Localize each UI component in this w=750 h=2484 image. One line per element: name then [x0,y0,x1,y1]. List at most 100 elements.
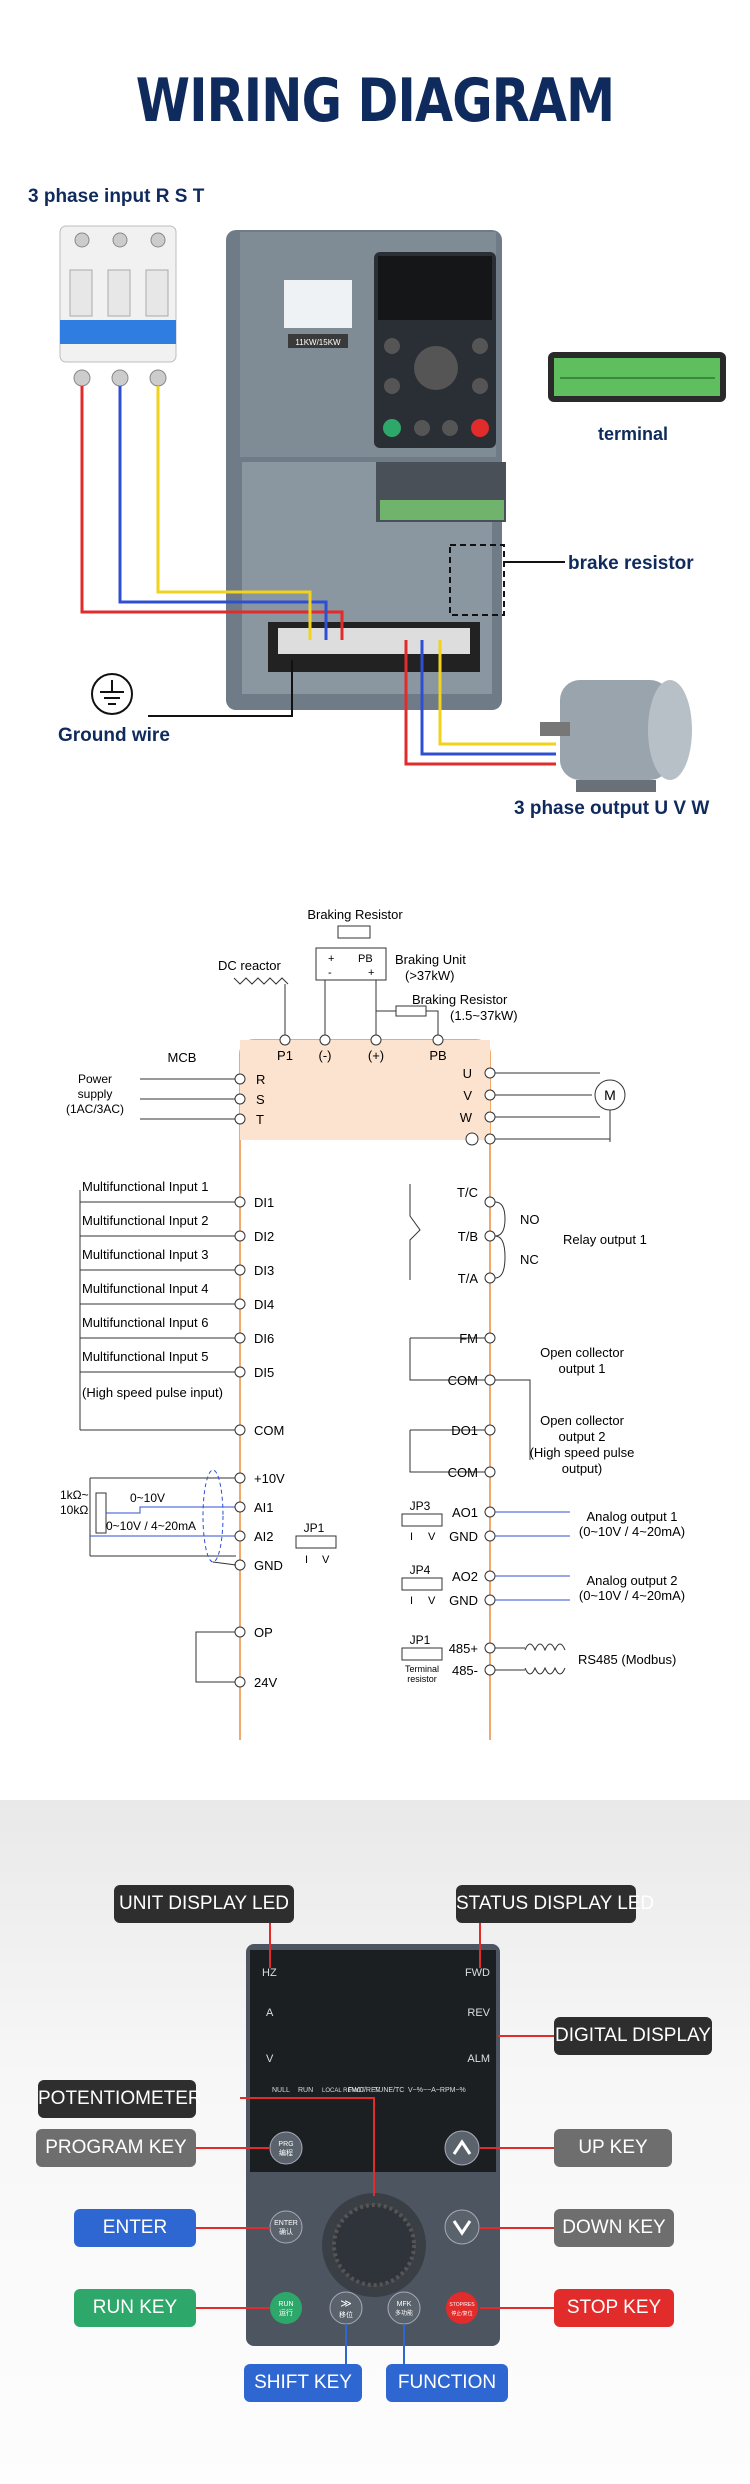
braking-resistor2-label: Braking Resistor [412,992,508,1007]
status-led-tag: STATUS DISPLAY LED [456,1885,654,1923]
power-section-fill [240,1040,490,1140]
oc2-label-3: (High speed pulse [530,1445,635,1460]
term-tc: T/C [457,1185,478,1200]
down-arrow-icon [452,2220,472,2236]
jp1-label: JP1 [304,1521,325,1535]
jp1-i: I [305,1554,308,1566]
input-3-label: Multifunctional Input 3 [82,1247,208,1262]
term-com: COM [254,1423,284,1438]
term-ai1: AI1 [254,1500,274,1515]
wire-u [404,640,556,766]
term-di5: DI5 [254,1365,274,1380]
bu-minus: - [328,967,332,979]
oc2-label-1: Open collector [540,1413,624,1428]
term-10v: +10V [254,1471,285,1486]
enter-button[interactable]: ENTER 确认 [269,2210,303,2244]
term-w: W [460,1110,473,1125]
leader-lines [196,1904,554,2364]
mfk-button[interactable]: MFK 多功能 [387,2291,421,2325]
jp1-v: V [322,1554,330,1566]
svg-text:移位: 移位 [339,2310,353,2319]
braking-resistor-symbol [337,925,371,939]
circuit-breaker [59,225,177,387]
input-label: 3 phase input R S T [28,186,205,207]
term-ao2: AO2 [452,1569,478,1584]
v0-10-label: 0~10V [130,1491,165,1505]
status-units: V~%~~A~RPM~% [408,2087,466,2094]
terminal-resistor-1: Terminal [405,1664,439,1674]
jp3-v: V [428,1531,436,1543]
led-fwd: FWD [465,1967,490,1979]
wire-r [80,386,344,640]
svg-text:PRG: PRG [278,2141,293,2148]
v-ma-label: 0~10V / 4~20mA [106,1519,196,1533]
top-terminals: P1 (-) (+) PB [277,1034,447,1063]
svg-text:确认: 确认 [279,2227,293,2236]
term-24v: 24V [254,1675,277,1690]
term-gnd-ao2: GND [449,1593,478,1608]
wiring-photo-diagram: 11KW/15KW [59,225,726,792]
term-op: OP [254,1625,273,1640]
power-supply-3: (1AC/3AC) [66,1102,124,1116]
wire-v [420,640,556,756]
analog-out2-label: Analog output 2 [586,1573,677,1588]
down-button[interactable] [444,2209,480,2245]
jp4-switch [401,1577,443,1591]
jp1b-label: JP1 [410,1633,431,1647]
wire-s [118,386,328,640]
unit-led-tag: UNIT DISPLAY LED [114,1885,294,1923]
relay-no: NO [520,1212,540,1227]
input-lines [140,1073,246,1125]
input-2-label: Multifunctional Input 2 [82,1213,208,1228]
term-do1: DO1 [451,1423,478,1438]
brake-resistor-box [449,544,505,616]
jp3-switch [401,1513,443,1527]
output-lines [484,1067,611,1145]
svg-text:MFK: MFK [397,2301,412,2308]
led-alm: ALM [467,2053,490,2065]
brake-resistor-label: brake resistor [568,553,694,574]
enter-tag: ENTER [74,2209,196,2247]
potentiometer-tag: POTENTIOMETER [38,2080,202,2118]
drive-body: 11KW/15KW [226,230,506,710]
relay-circuit [409,1184,506,1284]
oc2-label-2: output 2 [559,1429,606,1444]
digital-inputs [79,1190,246,1436]
analog-out2-range: (0~10V / 4~20mA) [579,1588,685,1603]
rs485-label: RS485 (Modbus) [578,1652,676,1667]
prg-button[interactable]: PRG 编程 [269,2131,303,2165]
drive-frame [239,1039,491,1740]
jp4-label: JP4 [410,1563,431,1577]
svg-text:ENTER: ENTER [274,2220,298,2227]
braking-unit-label: Braking Unit [395,952,466,967]
down-key-tag: DOWN KEY [554,2209,674,2247]
led-rev: REV [467,2007,490,2019]
bu-pb: PB [358,953,373,965]
shift-button[interactable]: ≫ 移位 [329,2291,363,2325]
term-com1: COM [448,1373,478,1388]
oc1-label-2: output 1 [559,1361,606,1376]
svg-text:编程: 编程 [279,2148,293,2157]
term-di3: DI3 [254,1263,274,1278]
stop-button[interactable]: STOP/RES 停止/复位 [446,2292,478,2324]
wire-ground [148,660,293,717]
up-button[interactable] [444,2130,480,2166]
term-ta: T/A [458,1271,479,1286]
svg-text:STOP/RES: STOP/RES [449,2302,475,2308]
input-4-label: Multifunctional Input 4 [82,1281,208,1296]
pot-label-2: 10kΩ [60,1503,88,1517]
wire-w [438,640,556,746]
status-run: RUN [298,2087,313,2094]
jp4-v: V [428,1595,436,1607]
drive-model-text: 11KW/15KW [295,338,341,347]
power-supply-1: Power [78,1072,112,1086]
open-collector-circuit [409,1332,531,1478]
run-button[interactable]: RUN 运行 [270,2292,302,2324]
term-plus: (+) [368,1048,384,1063]
term-ao1: AO1 [452,1505,478,1520]
svg-text:≫: ≫ [340,2298,352,2310]
input-5-sublabel: (High speed pulse input) [82,1385,223,1400]
keypad-diagram: HZ A V FWD REV ALM NULL RUN LOCAL REMOT … [196,1904,554,2364]
oc1-label-1: Open collector [540,1345,624,1360]
pot-label-1: 1kΩ~ [60,1488,89,1502]
